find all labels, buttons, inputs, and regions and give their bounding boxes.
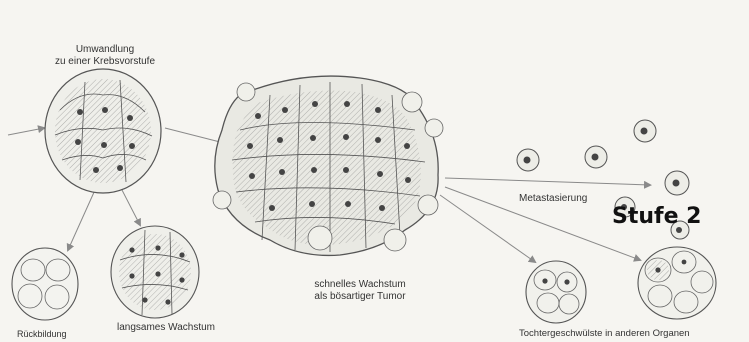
secondary-tumor-left: [526, 261, 586, 323]
precancer-cluster: [45, 69, 161, 193]
regression-label: Rückbildung: [17, 328, 67, 340]
regression-cluster: [12, 248, 78, 320]
malignant-tumor: [213, 76, 443, 255]
stage-label: Stufe 2: [612, 204, 701, 230]
transformation-label-line1: Umwandlung: [50, 44, 160, 56]
fast-growth-label: schnelles Wachstum als bösartiger Tumor: [295, 279, 425, 303]
transformation-label: Umwandlung zu einer Krebsvorstufe: [50, 44, 160, 68]
fast-growth-label-line2: als bösartiger Tumor: [295, 291, 425, 303]
slow-growth-cluster: [111, 226, 199, 318]
arrow-to-slow-growth: [122, 190, 140, 225]
fast-growth-label-line1: schnelles Wachstum: [295, 279, 425, 291]
arrow-incoming: [8, 128, 44, 135]
slow-growth-label: langsames Wachstum: [117, 322, 215, 334]
arrow-to-regression: [68, 190, 95, 250]
arrow-metastasis: [445, 178, 650, 185]
arrow-to-organ-left: [440, 195, 535, 262]
transformation-label-line2: zu einer Krebsvorstufe: [50, 56, 160, 68]
arrow-to-tumor: [165, 128, 224, 143]
secondary-tumors-label: Tochtergeschwülste in anderen Organen: [519, 328, 690, 340]
secondary-tumor-right: [638, 247, 716, 319]
metastasis-label: Metastasierung: [519, 193, 587, 205]
